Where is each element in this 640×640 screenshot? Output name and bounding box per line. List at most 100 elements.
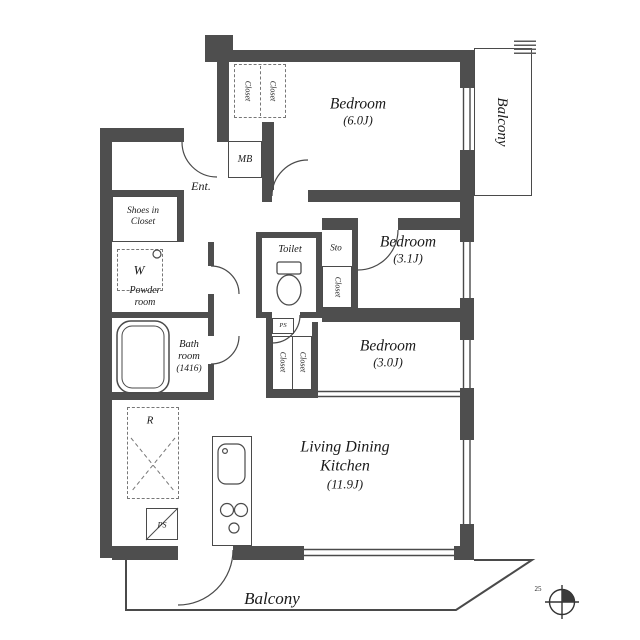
wall-segment bbox=[352, 230, 358, 312]
wall-segment bbox=[460, 298, 474, 340]
wall-segment bbox=[312, 322, 318, 396]
ps-box-toilet bbox=[272, 318, 294, 334]
bathtub-fixture bbox=[116, 320, 170, 394]
door-arc bbox=[271, 159, 309, 197]
washer-faucet-icon bbox=[152, 249, 162, 259]
ps-box-kitchen bbox=[146, 508, 178, 540]
door-arc bbox=[177, 549, 234, 606]
wall-segment bbox=[262, 312, 272, 318]
storage-label: Sto bbox=[330, 242, 342, 253]
wall-segment bbox=[460, 62, 474, 88]
room-name: Bedroom bbox=[379, 233, 437, 251]
closet-label: Closet bbox=[333, 276, 343, 298]
wall-segment bbox=[233, 546, 304, 560]
room-name: Living Dining bbox=[300, 438, 390, 456]
window bbox=[462, 242, 471, 298]
room-size: (6.0J) bbox=[343, 113, 373, 128]
ldk-label: Living Dining Kitchen (11.9J) bbox=[300, 438, 389, 491]
wall-segment bbox=[178, 196, 184, 242]
closet-divider bbox=[292, 337, 293, 389]
bath-size: (1416) bbox=[176, 363, 202, 374]
washer-space bbox=[117, 249, 163, 291]
meter-box-label: MB bbox=[237, 154, 253, 166]
closet-label: Closet bbox=[278, 351, 288, 373]
bedroom2-closet bbox=[322, 266, 352, 308]
room-name: Bedroom bbox=[359, 337, 417, 355]
closet-divider bbox=[260, 66, 261, 116]
wall-segment bbox=[308, 190, 462, 202]
wall-segment bbox=[208, 294, 214, 318]
powder-room-label: Powder room bbox=[129, 285, 160, 309]
closet-label: Closet bbox=[298, 351, 308, 373]
closet-label: Closet bbox=[243, 80, 253, 102]
wall-segment bbox=[112, 190, 184, 196]
wall-segment bbox=[208, 364, 214, 398]
room-size: (11.9J) bbox=[326, 476, 364, 492]
hatch-block bbox=[514, 40, 536, 54]
wall-segment bbox=[112, 546, 178, 560]
wall-segment bbox=[112, 312, 214, 318]
bath-line1: Bath bbox=[179, 339, 199, 351]
bedroom-6-label: Bedroom (6.0J) bbox=[330, 95, 386, 128]
closet-label: Closet bbox=[268, 80, 278, 102]
bedroom1-closet bbox=[234, 64, 286, 118]
door-arc bbox=[271, 314, 301, 344]
door-arc bbox=[210, 335, 240, 365]
toilet-fixture bbox=[276, 261, 302, 306]
ps-kitchen-label: PS bbox=[157, 520, 167, 530]
wall-segment bbox=[262, 122, 274, 190]
wall-segment bbox=[316, 232, 322, 318]
bedroom-31-label: Bedroom (3.1J) bbox=[380, 233, 436, 266]
wall-segment bbox=[460, 388, 474, 440]
balcony-bottom-label: Balcony bbox=[244, 588, 300, 608]
bathroom-label: Bath room (1416) bbox=[176, 339, 201, 375]
room-name: Bedroom bbox=[329, 95, 387, 113]
entrance-label: Ent. bbox=[191, 178, 211, 193]
wall-segment bbox=[398, 218, 460, 230]
refrigerator-space bbox=[127, 407, 179, 499]
shoes-line2: Closet bbox=[130, 217, 156, 227]
shoes-line1: Shoes in bbox=[127, 205, 159, 216]
balcony-right-label: Balcony bbox=[493, 97, 510, 147]
bedroom3-closet bbox=[272, 336, 312, 390]
balcony-bottom-outline bbox=[125, 559, 536, 611]
bath-line2: room bbox=[178, 351, 200, 363]
window bbox=[462, 440, 471, 524]
ps-diagonal bbox=[145, 507, 179, 541]
door-arc bbox=[210, 265, 240, 295]
wall-segment bbox=[266, 316, 272, 398]
sink-fixture bbox=[217, 443, 246, 485]
wall-segment bbox=[112, 392, 214, 400]
sliding-door bbox=[318, 390, 460, 398]
shoes-closet-box bbox=[112, 196, 178, 242]
shoes-closet-label: Shoes in Closet bbox=[127, 206, 159, 228]
ps-toilet-label: PS bbox=[279, 322, 287, 330]
wall-segment bbox=[322, 308, 462, 322]
wall-segment bbox=[454, 546, 474, 560]
balcony-right-outline bbox=[474, 48, 532, 196]
wall-segment bbox=[262, 190, 272, 202]
wall-segment bbox=[256, 232, 262, 318]
room-size: (3.1J) bbox=[393, 251, 423, 266]
window bbox=[462, 88, 471, 150]
powder-line2: room bbox=[134, 297, 156, 308]
bedroom-30-label: Bedroom (3.0J) bbox=[360, 337, 416, 370]
door-arc bbox=[357, 229, 399, 271]
compass-note: 25 bbox=[534, 584, 542, 593]
wall-segment bbox=[322, 218, 358, 230]
window bbox=[462, 340, 471, 388]
powder-line1: Powder bbox=[129, 285, 161, 297]
kitchen-counter bbox=[212, 436, 252, 546]
toilet-label: Toilet bbox=[278, 243, 302, 255]
door-arc bbox=[181, 141, 218, 178]
wall-segment bbox=[100, 128, 112, 558]
stove-fixture bbox=[219, 502, 249, 534]
compass-icon bbox=[545, 585, 579, 619]
wall-segment bbox=[300, 312, 322, 318]
wall-segment bbox=[262, 232, 322, 238]
sliding-window bbox=[304, 548, 454, 557]
wall-segment bbox=[100, 128, 184, 142]
wall-segment bbox=[217, 62, 229, 142]
wall-segment bbox=[208, 318, 214, 336]
